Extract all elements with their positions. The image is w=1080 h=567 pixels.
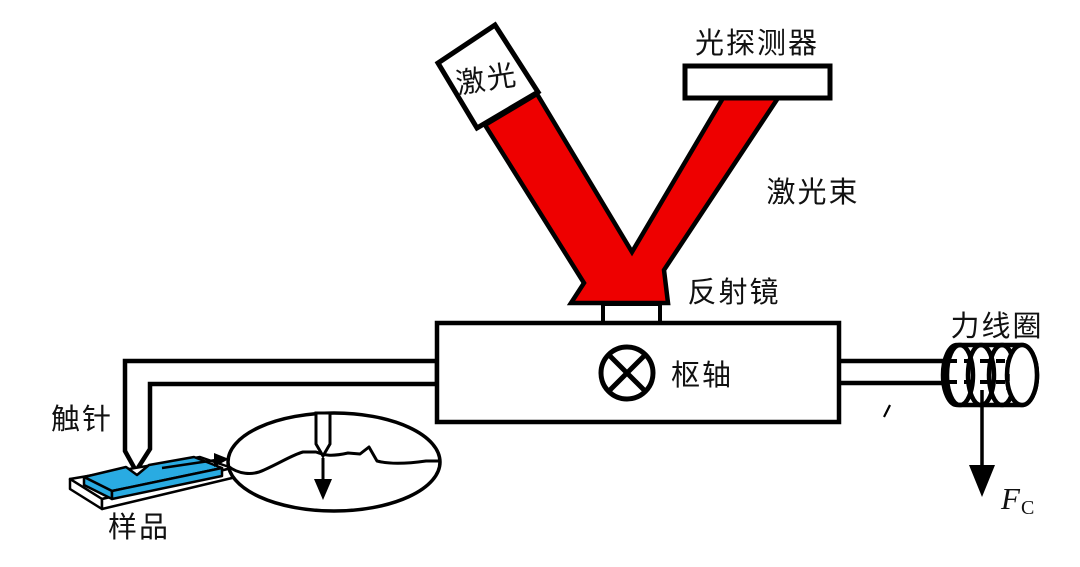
- stylus-arm: [122, 358, 440, 476]
- force-coil-label: 力线圈: [950, 310, 1043, 343]
- stray-tick: [883, 404, 891, 418]
- laser-beam-v: [481, 90, 783, 306]
- photodetector-bar: [682, 63, 833, 101]
- surface-inset: [226, 411, 442, 513]
- stylus-label: 触针: [51, 403, 113, 436]
- zoom-callout-arrow: [161, 453, 229, 470]
- laser-source: 激光: [434, 21, 542, 132]
- mirror-rect: [601, 302, 662, 325]
- inset-down-arrow: [314, 458, 332, 500]
- inset-stylus-tip: [314, 411, 332, 459]
- force-arrow: [969, 390, 995, 497]
- coil-ring: [944, 342, 976, 408]
- sample-slab-front-face: [110, 466, 224, 501]
- sample-label: 样品: [108, 511, 170, 544]
- pivot-symbol: [598, 344, 656, 402]
- laser-beam-label: 激光束: [766, 176, 859, 209]
- force-value-label: FC: [1000, 481, 1034, 519]
- coil-end-face: [1004, 342, 1040, 408]
- inset-surface-profile: [227, 445, 441, 475]
- photodetector-label: 光探测器: [695, 27, 819, 60]
- mirror-label: 反射镜: [687, 276, 780, 309]
- right-arm: [835, 358, 958, 386]
- photodetector: 光探测器: [682, 27, 833, 101]
- laser-source-box: [434, 21, 542, 132]
- sample-stage: [68, 455, 234, 511]
- force-coil: [940, 342, 1040, 408]
- pivot-label: 枢轴: [671, 359, 733, 392]
